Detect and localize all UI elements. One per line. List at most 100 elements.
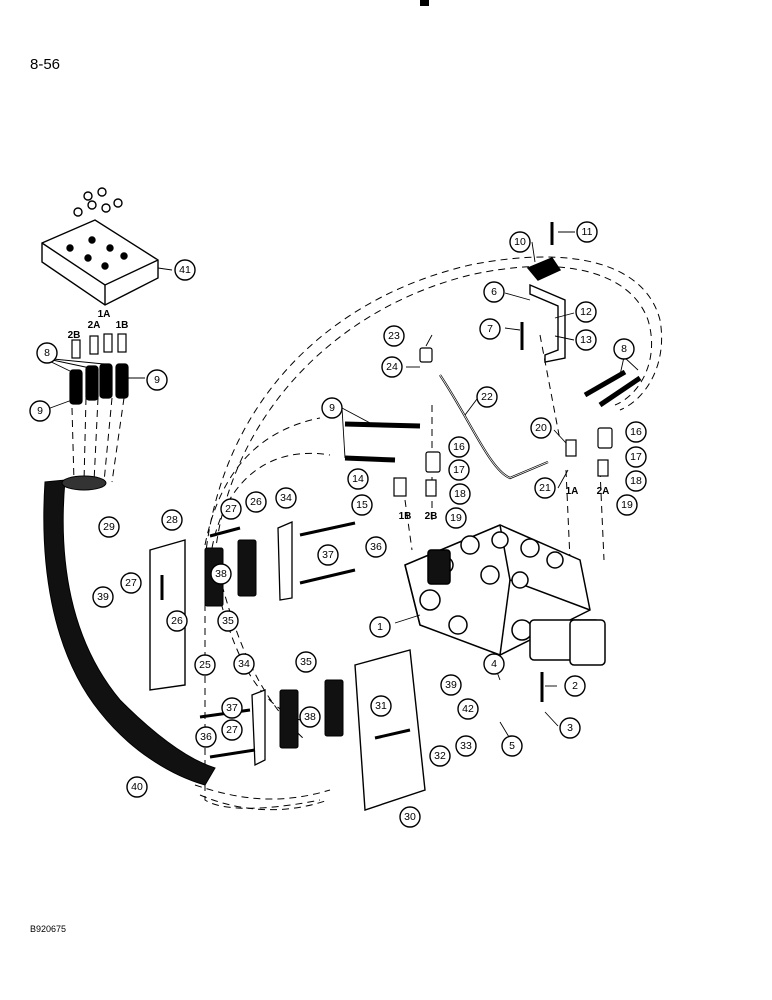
callout-35-bottom: 35 xyxy=(295,651,317,673)
callout-27-bottom: 27 xyxy=(221,719,243,741)
svg-text:27: 27 xyxy=(226,724,238,736)
callout-42: 42 xyxy=(457,698,479,720)
svg-text:42: 42 xyxy=(462,703,474,715)
svg-text:28: 28 xyxy=(166,514,178,526)
callout-19-center: 19 xyxy=(445,507,467,529)
callout-9-right: 9 xyxy=(146,369,168,391)
svg-text:23: 23 xyxy=(388,330,400,342)
svg-text:35: 35 xyxy=(222,615,234,627)
svg-text:30: 30 xyxy=(404,811,416,823)
svg-text:38: 38 xyxy=(304,711,316,723)
callout-6: 6 xyxy=(483,281,505,303)
callout-1: 1 xyxy=(369,616,391,638)
callout-28: 28 xyxy=(161,509,183,531)
page-number: 8-56 xyxy=(30,56,61,73)
callout-39-left: 39 xyxy=(92,586,114,608)
port-label-1a-valve: 1A xyxy=(566,486,579,497)
callout-18-right: 18 xyxy=(625,470,647,492)
svg-text:34: 34 xyxy=(238,658,250,670)
callout-20: 20 xyxy=(530,417,552,439)
svg-text:18: 18 xyxy=(630,475,642,487)
svg-text:17: 17 xyxy=(453,464,465,476)
svg-text:9: 9 xyxy=(154,374,160,386)
callout-10: 10 xyxy=(509,231,531,253)
callout-41: 41 xyxy=(174,259,196,281)
callout-27-top: 27 xyxy=(220,498,242,520)
callout-25: 25 xyxy=(194,654,216,676)
callout-8-right: 8 xyxy=(613,338,635,360)
svg-text:16: 16 xyxy=(453,441,465,453)
callout-9-center: 9 xyxy=(321,397,343,419)
plates-34 xyxy=(251,521,293,767)
svg-text:31: 31 xyxy=(375,700,387,712)
svg-text:4: 4 xyxy=(491,658,497,670)
callout-12: 12 xyxy=(575,301,597,323)
port-labels: 2B 2A 1A 1B 1B 2B 1A 2A xyxy=(68,309,610,522)
svg-text:21: 21 xyxy=(539,482,551,494)
callout-33: 33 xyxy=(455,735,477,757)
port-label-2a: 2A xyxy=(88,320,101,331)
callout-26-top: 26 xyxy=(245,491,267,513)
callout-5: 5 xyxy=(501,735,523,757)
svg-text:16: 16 xyxy=(630,426,642,438)
callout-19-right: 19 xyxy=(616,494,638,516)
callouts: 1 2 3 4 5 6 7 8 8 9 9 9 10 11 12 13 14 1… xyxy=(29,221,647,828)
svg-text:18: 18 xyxy=(454,488,466,500)
svg-text:33: 33 xyxy=(460,740,472,752)
bracket-plates xyxy=(149,539,426,811)
callout-7: 7 xyxy=(479,318,501,340)
callout-38-bottom: 38 xyxy=(299,706,321,728)
callout-22: 22 xyxy=(476,386,498,408)
svg-text:1: 1 xyxy=(377,621,383,633)
svg-text:15: 15 xyxy=(356,499,368,511)
svg-text:17: 17 xyxy=(630,451,642,463)
svg-text:19: 19 xyxy=(450,512,462,524)
svg-text:9: 9 xyxy=(329,402,335,414)
svg-text:41: 41 xyxy=(179,264,191,276)
svg-text:26: 26 xyxy=(171,615,183,627)
svg-text:37: 37 xyxy=(322,549,334,561)
callout-17-center: 17 xyxy=(448,459,470,481)
svg-text:3: 3 xyxy=(567,722,573,734)
callout-40: 40 xyxy=(126,776,148,798)
svg-text:8: 8 xyxy=(621,343,627,355)
part-6-bracket xyxy=(526,257,566,363)
callout-2: 2 xyxy=(564,675,586,697)
svg-text:27: 27 xyxy=(225,503,237,515)
callout-16-right: 16 xyxy=(625,421,647,443)
part-41-tray xyxy=(41,187,159,306)
callout-15: 15 xyxy=(351,494,373,516)
part-40-sleeve xyxy=(43,475,216,786)
svg-text:24: 24 xyxy=(386,361,398,373)
callout-17-right: 17 xyxy=(625,446,647,468)
svg-text:37: 37 xyxy=(226,702,238,714)
svg-text:2: 2 xyxy=(572,680,578,692)
callout-21: 21 xyxy=(534,477,556,499)
callout-4: 4 xyxy=(483,653,505,675)
svg-text:27: 27 xyxy=(125,577,137,589)
part-1-control-valve xyxy=(404,524,606,666)
callout-39-right: 39 xyxy=(440,674,462,696)
callout-30: 30 xyxy=(399,806,421,828)
callout-26-left: 26 xyxy=(166,610,188,632)
port-label-1a: 1A xyxy=(98,309,111,320)
svg-text:7: 7 xyxy=(487,323,493,335)
svg-text:36: 36 xyxy=(200,731,212,743)
hoses-8 xyxy=(583,369,642,408)
svg-text:38: 38 xyxy=(215,568,227,580)
svg-text:39: 39 xyxy=(97,591,109,603)
callout-37-bottom: 37 xyxy=(221,697,243,719)
svg-text:22: 22 xyxy=(481,391,493,403)
svg-text:39: 39 xyxy=(445,679,457,691)
hose-routing-lines xyxy=(71,256,662,811)
callout-36-bottom: 36 xyxy=(195,726,217,748)
callout-18-center: 18 xyxy=(449,483,471,505)
svg-text:8: 8 xyxy=(44,347,50,359)
top-edge-mark xyxy=(420,0,429,6)
callout-13: 13 xyxy=(575,329,597,351)
port-label-2b-valve: 2B xyxy=(425,511,438,522)
port-label-1b: 1B xyxy=(116,320,129,331)
tray-fittings xyxy=(69,333,129,405)
port-label-2a-valve: 2A xyxy=(597,486,610,497)
